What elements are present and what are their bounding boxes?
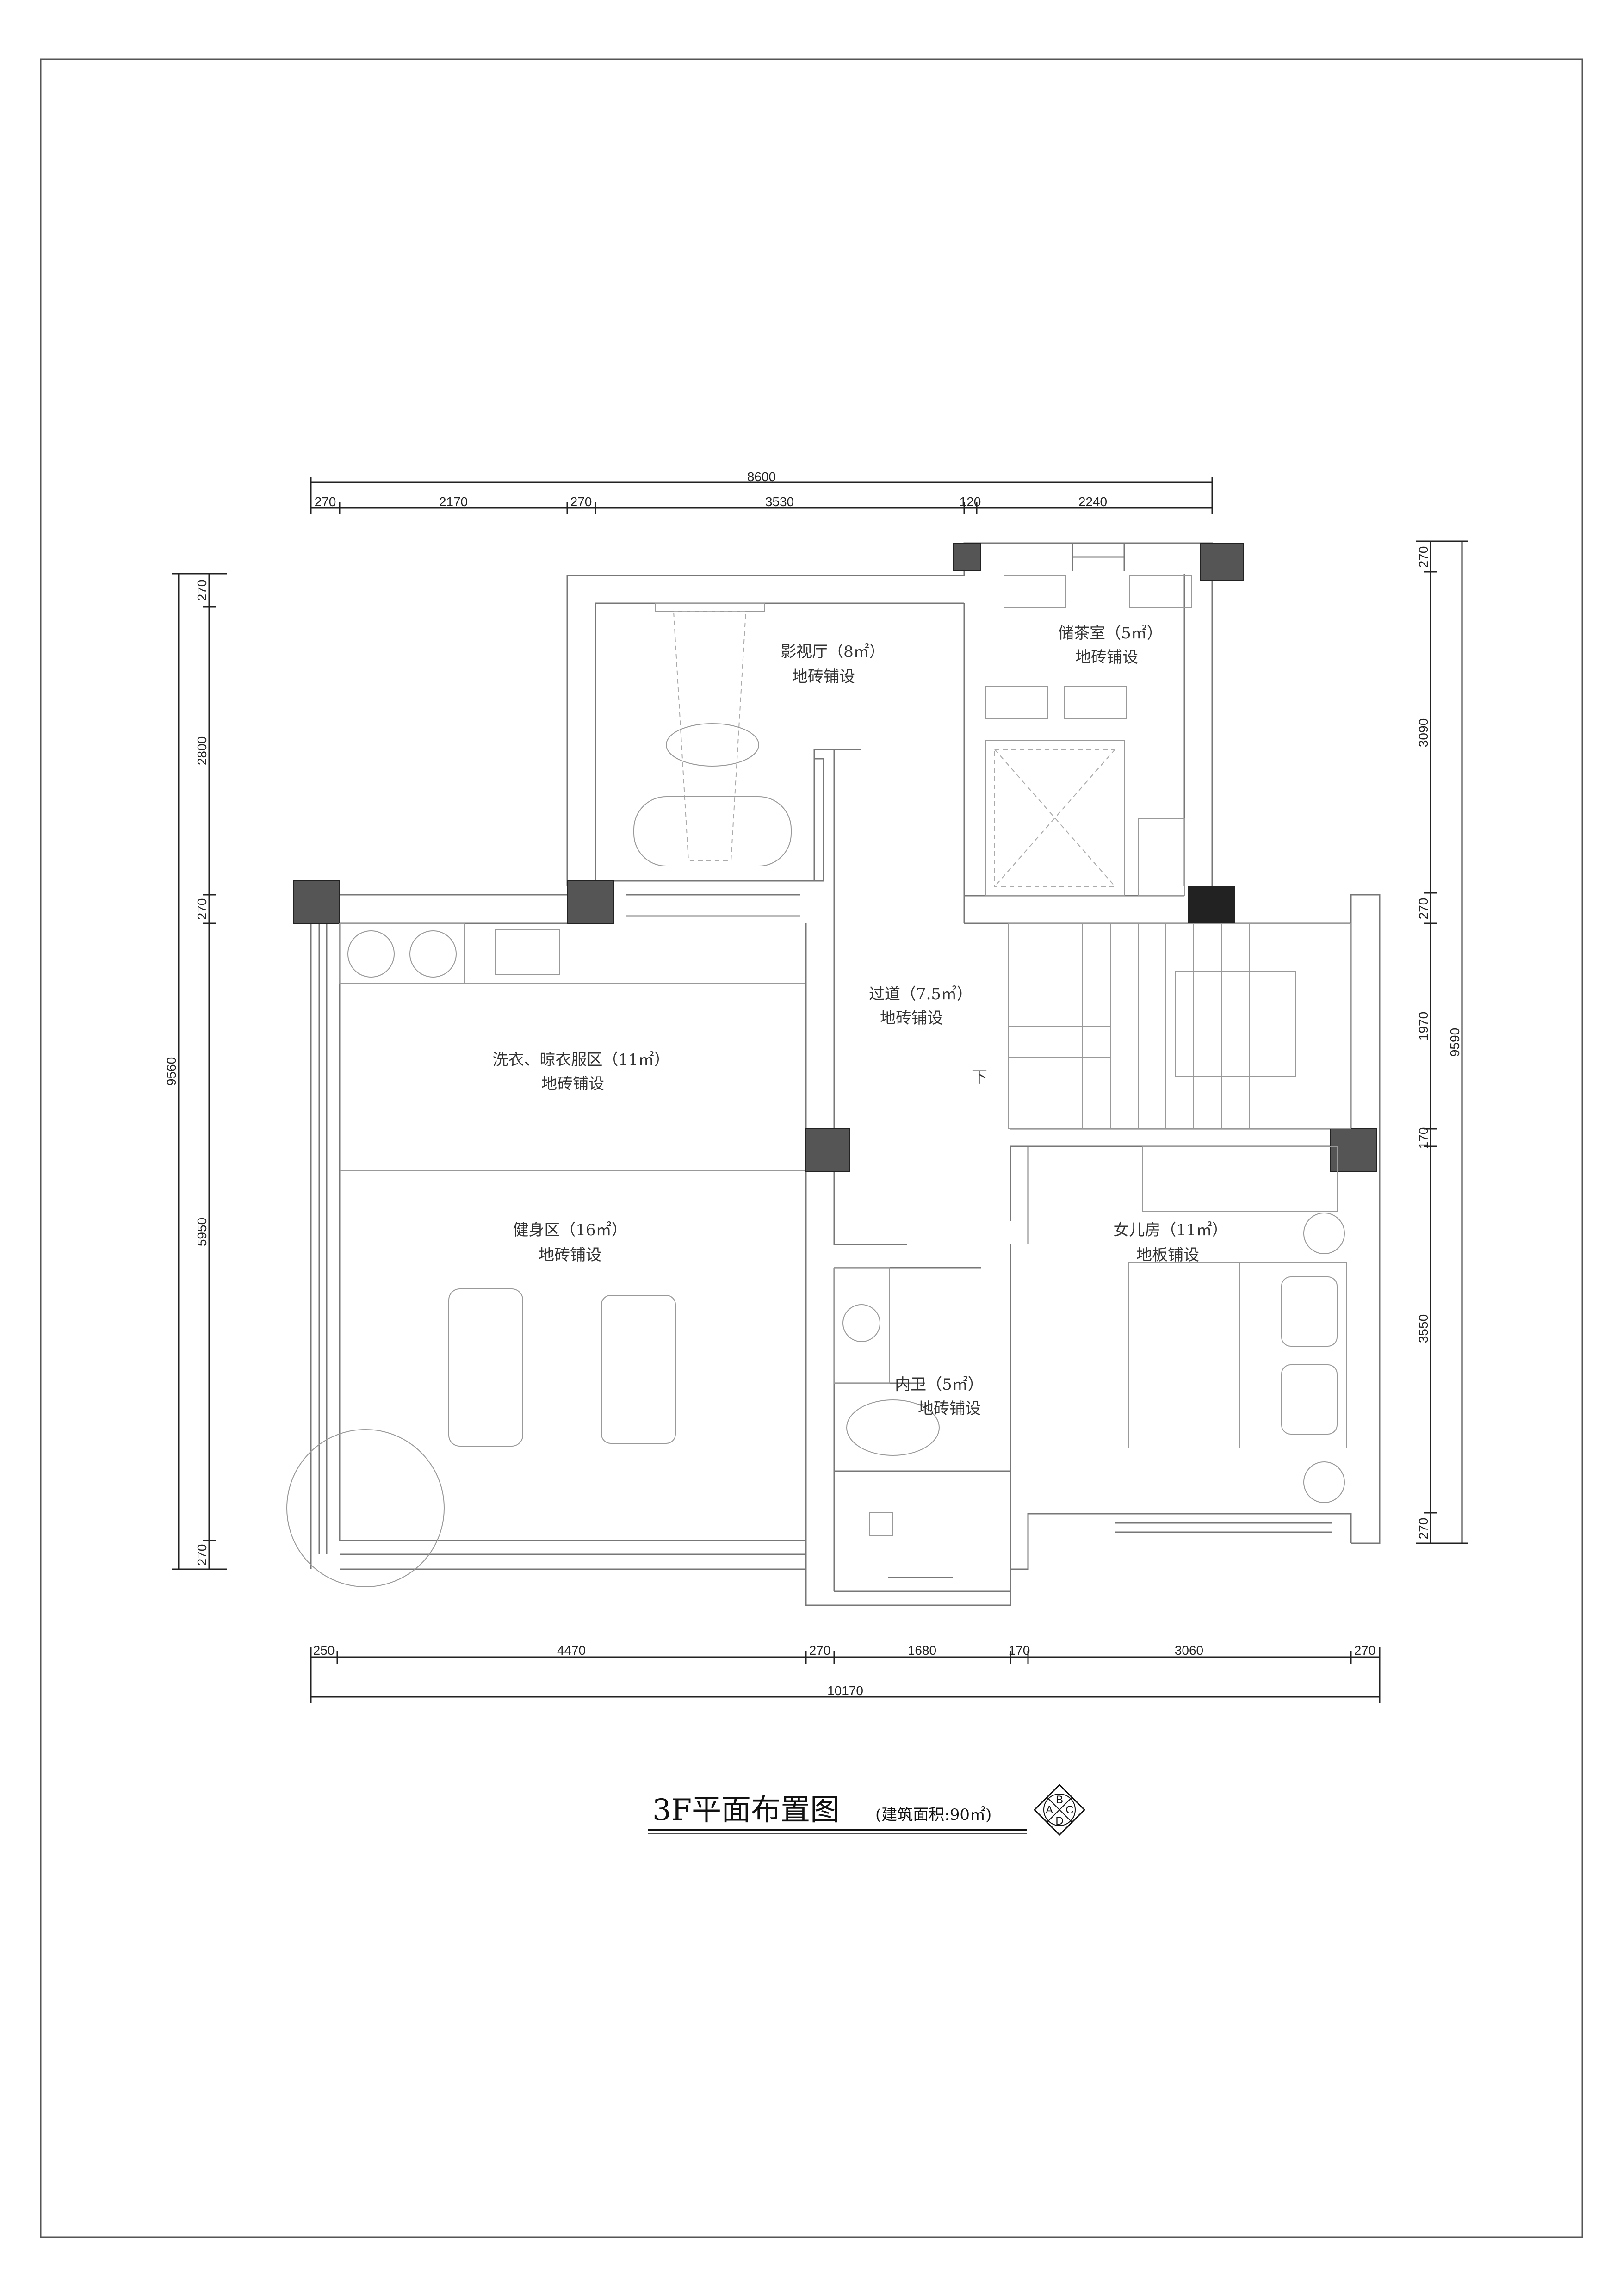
room-daughter-floor: 地板铺设	[1136, 1246, 1199, 1264]
dim-right-seg: 3550	[1416, 1314, 1431, 1343]
elevator-shaft	[985, 740, 1185, 896]
sofa	[633, 796, 792, 866]
room-corridor-floor: 地砖铺设	[880, 1009, 943, 1027]
dim-right-seg: 270	[1416, 898, 1431, 920]
compass-letter: D	[1055, 1815, 1063, 1827]
room-tea-floor: 地砖铺设	[1075, 648, 1138, 667]
dim-left-seg: 270	[195, 1544, 209, 1566]
plant-decoration	[286, 1429, 445, 1587]
dim-right-seg: 1970	[1416, 1012, 1431, 1040]
yoga-mat	[448, 1288, 523, 1447]
dim-top-seg: 120	[960, 495, 981, 509]
compass-icon: B A C D	[1033, 1783, 1086, 1836]
dim-right-seg: 270	[1416, 546, 1431, 568]
dim-left-seg: 2800	[195, 736, 209, 765]
dim-left-total: 9560	[164, 1057, 179, 1086]
room-bath-floor: 地砖铺设	[918, 1399, 981, 1418]
dim-bottom-seg: 4470	[557, 1643, 586, 1658]
room-tea-name: 储茶室（5㎡）	[1058, 624, 1163, 643]
dim-top-total: 8600	[747, 470, 776, 484]
staircase: 下	[972, 923, 1351, 1129]
room-theater-name: 影视厅（8㎡）	[781, 643, 885, 661]
dim-bottom-seg: 170	[1009, 1643, 1030, 1658]
compass-letter: B	[1056, 1794, 1063, 1806]
dim-right-seg: 170	[1416, 1127, 1431, 1149]
dimension-left: 9560 270 2800 270 5950 270	[164, 573, 227, 1570]
treadmill	[601, 1295, 676, 1444]
dim-top-seg: 2170	[439, 495, 468, 509]
dim-left-seg: 270	[195, 580, 209, 601]
room-gym-floor: 地砖铺设	[539, 1246, 601, 1264]
dim-bottom-seg: 270	[809, 1643, 831, 1658]
room-theater-floor: 地砖铺设	[792, 668, 855, 686]
dim-top-seg: 270	[570, 495, 592, 509]
dim-bottom-seg: 1680	[908, 1643, 936, 1658]
sheet-border	[40, 58, 1583, 2238]
plan-subtitle: (建筑面积:90㎡)	[875, 1806, 991, 1824]
dim-top-seg: 270	[315, 495, 336, 509]
dimension-top: 8600 270 2170 270 3530 120 2240	[310, 470, 1213, 514]
room-bath-name: 内卫（5㎡）	[895, 1375, 984, 1394]
furniture	[286, 575, 1347, 1587]
dim-bottom-total: 10170	[827, 1683, 863, 1698]
plan-title: 3F平面布置图	[652, 1793, 840, 1827]
dim-bottom-seg: 250	[313, 1643, 335, 1658]
bed	[1128, 1262, 1347, 1448]
room-gym-name: 健身区（16㎡）	[513, 1221, 627, 1239]
dimension-bottom: 250 4470 270 1680 170 3060 270 10170	[310, 1643, 1381, 1703]
compass-letter: C	[1065, 1804, 1073, 1816]
title-block: 3F平面布置图 (建筑面积:90㎡)	[648, 1793, 1027, 1834]
structural-columns	[293, 543, 1377, 1172]
dim-bottom-seg: 3060	[1175, 1643, 1203, 1658]
compass-letter: A	[1046, 1804, 1053, 1816]
dim-right-total: 9590	[1448, 1028, 1462, 1057]
room-daughter-name: 女儿房（11㎡）	[1113, 1221, 1227, 1239]
toilet	[846, 1399, 940, 1456]
room-corridor-name: 过道（7.5㎡）	[869, 985, 973, 1003]
dimension-right: 270 3090 270 1970 170 3550 270 9590	[1416, 540, 1468, 1544]
stairs-down-label: 下	[972, 1068, 987, 1087]
room-laundry-floor: 地砖铺设	[541, 1075, 604, 1093]
dim-left-seg: 270	[195, 898, 209, 920]
dim-left-seg: 5950	[195, 1218, 209, 1246]
room-laundry-name: 洗衣、晾衣服区（11㎡）	[492, 1051, 669, 1069]
dim-top-seg: 2240	[1078, 495, 1107, 509]
dim-top-seg: 3530	[765, 495, 794, 509]
dim-bottom-seg: 270	[1354, 1643, 1376, 1658]
dim-right-seg: 3090	[1416, 718, 1431, 747]
dim-right-seg: 270	[1416, 1518, 1431, 1540]
room-labels: 影视厅（8㎡） 地砖铺设 储茶室（5㎡） 地砖铺设 过道（7.5㎡） 地砖铺设 …	[492, 624, 1227, 1418]
